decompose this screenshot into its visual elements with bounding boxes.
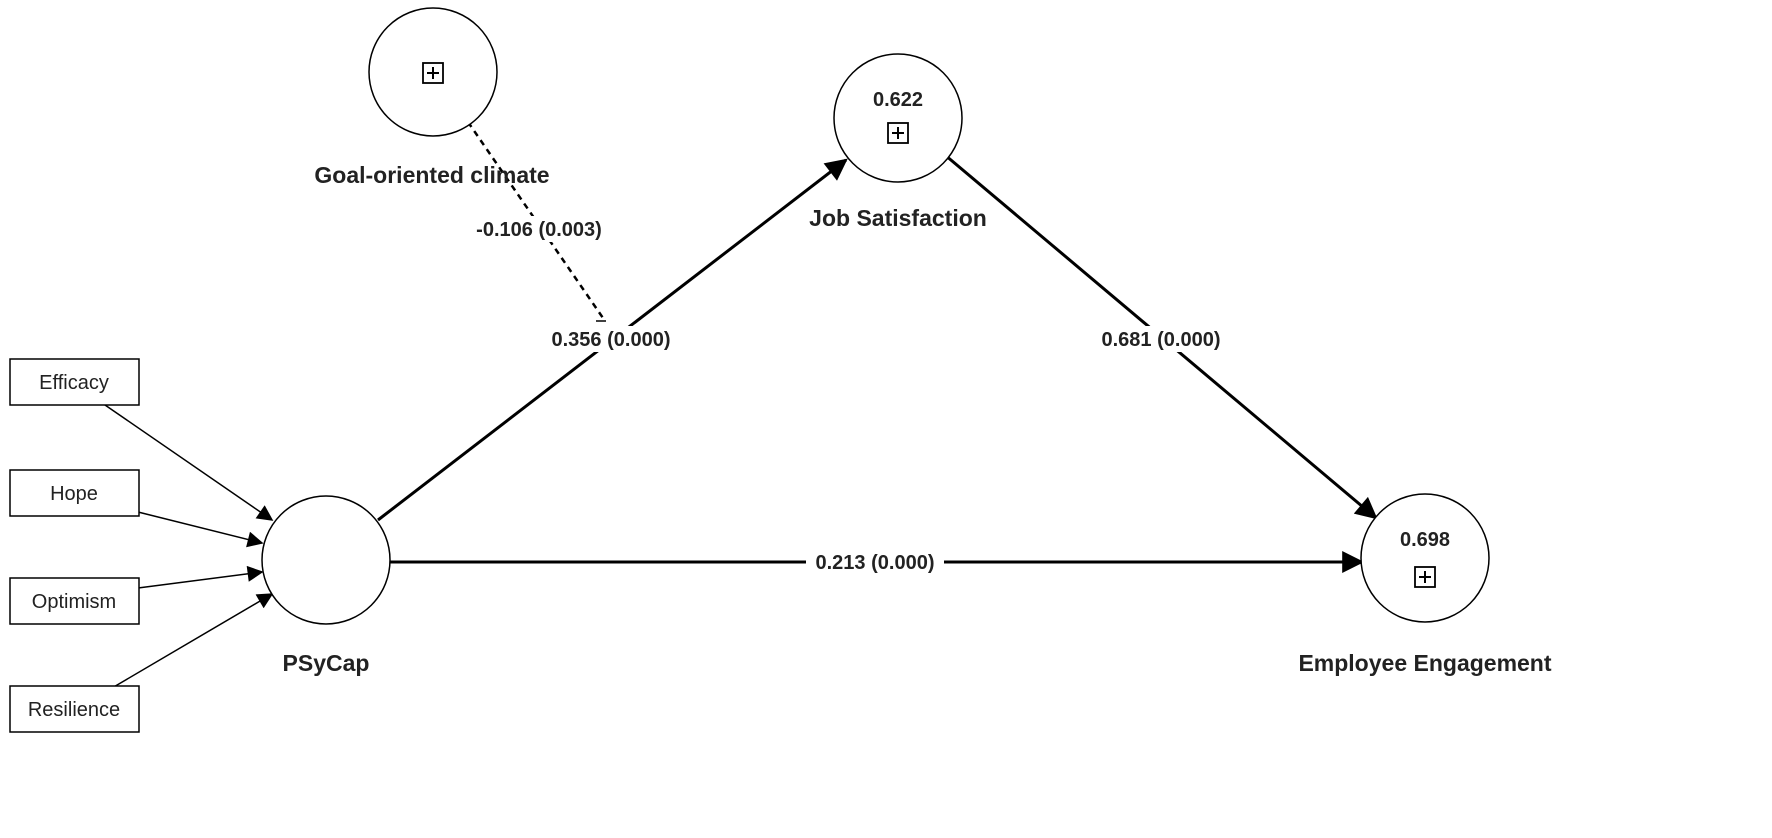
psycap-to-employee-engagement-coefficient: 0.213 (0.000)	[816, 552, 935, 574]
optimism-arrow	[137, 565, 264, 589]
indicator-hope: Hope	[9, 469, 140, 517]
indicator-hope-label: Hope	[50, 483, 98, 505]
employee-engagement-label: Employee Engagement	[1298, 650, 1551, 676]
indicator-optimism: Optimism	[9, 577, 140, 625]
construct-goal-oriented-climate[interactable]	[368, 7, 498, 137]
indicator-efficacy: Efficacy	[9, 358, 140, 406]
moderation-path-dashed	[466, 121, 605, 319]
plus-square-icon[interactable]	[887, 122, 909, 144]
employee-engagement-r2: 0.698	[1400, 529, 1450, 551]
plus-square-icon[interactable]	[422, 62, 444, 84]
job-satisfaction-r2: 0.622	[873, 89, 923, 111]
plus-square-icon[interactable]	[1414, 566, 1436, 588]
psycap-to-job-satisfaction-coefficient: 0.356 (0.000)	[552, 329, 671, 351]
construct-job-satisfaction[interactable]: 0.622	[833, 53, 963, 183]
moderation-coefficient-label: -0.106 (0.003)	[476, 219, 602, 241]
hope-arrow	[137, 511, 264, 548]
construct-employee-engagement[interactable]: 0.698	[1360, 493, 1490, 623]
goal-oriented-climate-label: Goal-oriented climate	[314, 162, 549, 188]
indicator-efficacy-label: Efficacy	[39, 372, 109, 394]
psycap-label: PSyCap	[283, 650, 370, 676]
indicator-resilience-label: Resilience	[28, 699, 120, 721]
resilience-arrow	[111, 593, 274, 689]
job-satisfaction-label: Job Satisfaction	[809, 205, 987, 231]
indicator-resilience: Resilience	[9, 685, 140, 733]
efficacy-arrow	[104, 404, 274, 521]
indicator-optimism-label: Optimism	[32, 591, 116, 613]
job-satisfaction-to-employee-engagement-coefficient: 0.681 (0.000)	[1102, 329, 1221, 351]
construct-psycap[interactable]	[261, 495, 391, 625]
